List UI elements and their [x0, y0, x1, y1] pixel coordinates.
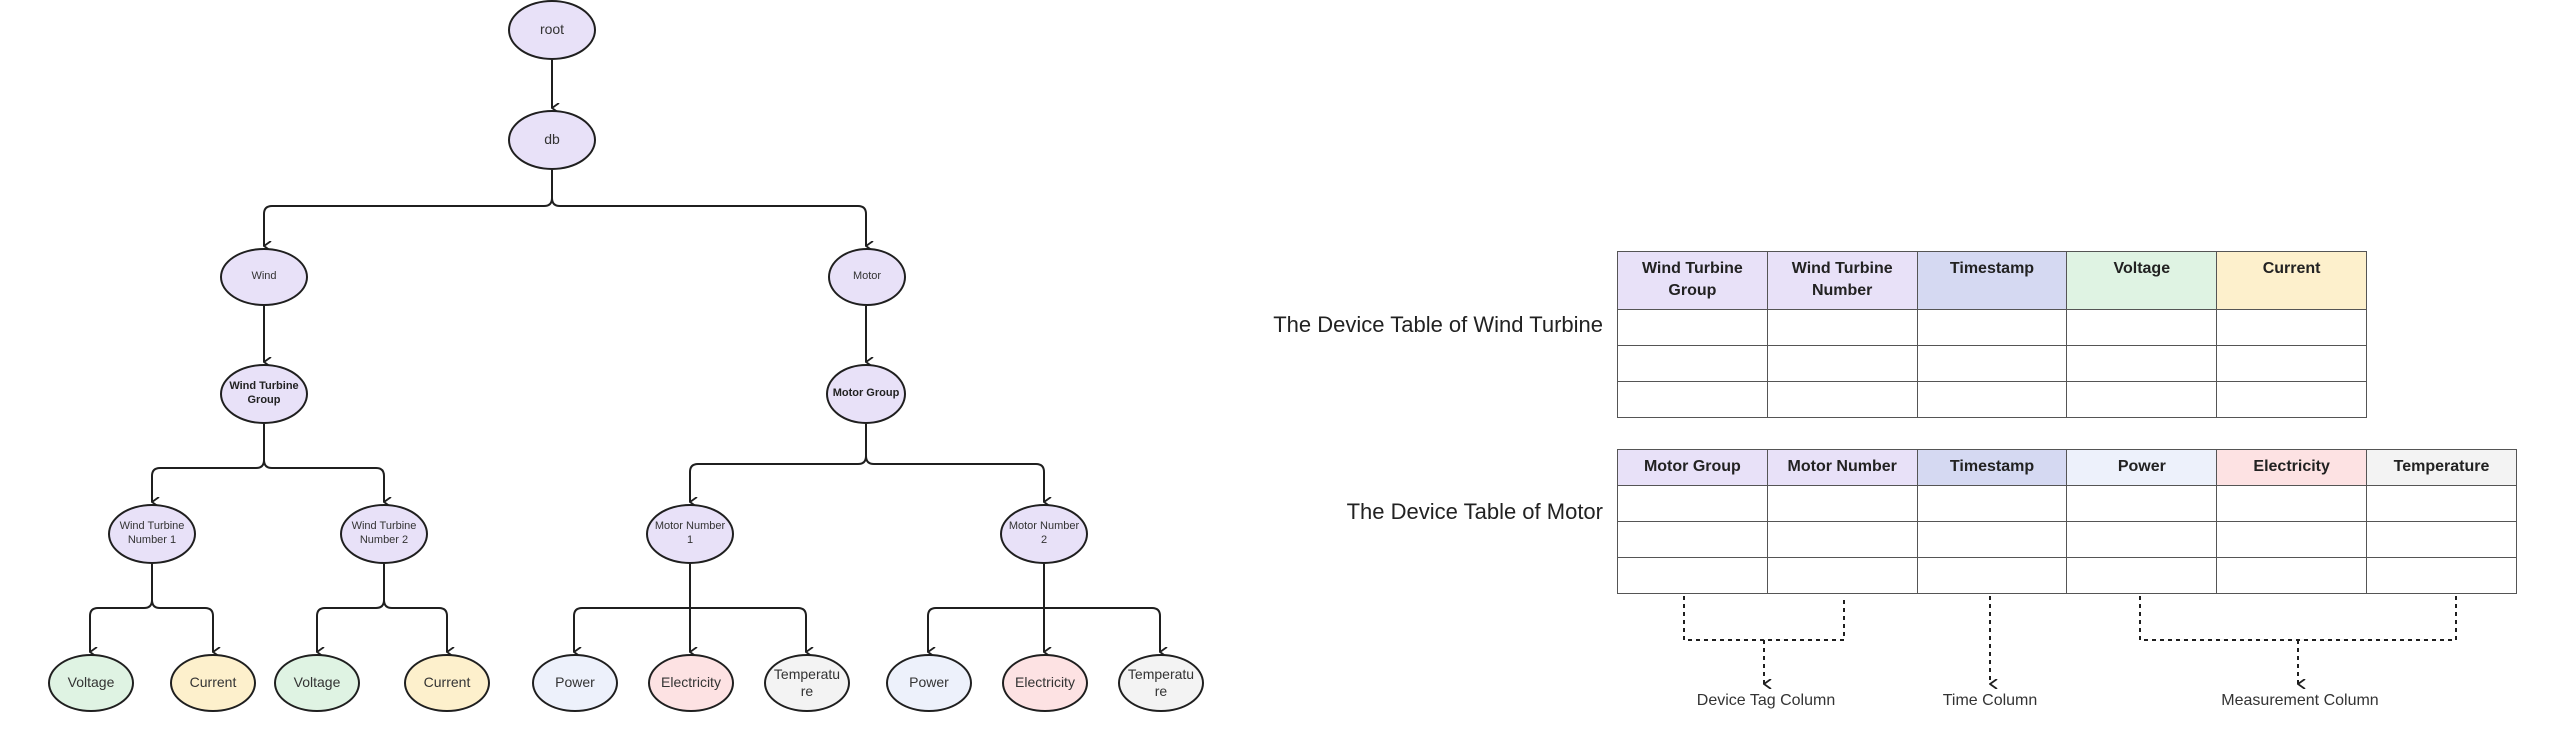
motor-header-number: Motor Number — [1766, 449, 1918, 486]
wind-turbine-number-2-node: Wind Turbine Number 2 — [340, 504, 428, 564]
motor-header-electricity: Electricity — [2216, 449, 2368, 486]
device-tag-column-label: Device Tag Column — [1696, 692, 1836, 709]
wind-table-label: The Device Table of Wind Turbine — [1273, 312, 1603, 337]
table-row — [1617, 485, 2517, 522]
motor-number-1-node: Motor Number 1 — [646, 504, 734, 564]
m1-temperature-node: Temperatu re — [764, 654, 850, 712]
wt1-current-node: Current — [170, 654, 256, 712]
m2-temperature-node: Temperatu re — [1118, 654, 1204, 712]
wt2-voltage-node: Voltage — [274, 654, 360, 712]
motor-number-2-node: Motor Number 2 — [1000, 504, 1088, 564]
motor-header-temperature: Temperature — [2366, 449, 2517, 486]
table-row — [1617, 309, 2367, 346]
measurement-column-label: Measurement Column — [2221, 692, 2379, 709]
table-row — [1617, 521, 2517, 558]
motor-node: Motor — [828, 248, 906, 306]
wind-turbine-group-node: Wind Turbine Group — [220, 364, 308, 424]
m2-electricity-node: Electricity — [1002, 654, 1088, 712]
table-row — [1617, 345, 2367, 382]
wt2-current-node: Current — [404, 654, 490, 712]
wind-device-table: Wind Turbine Group Wind Turbine Number T… — [1617, 251, 2367, 418]
m2-power-node: Power — [886, 654, 972, 712]
m1-power-node: Power — [532, 654, 618, 712]
motor-group-node: Motor Group — [826, 364, 906, 424]
motor-table-label: The Device Table of Motor — [1346, 499, 1603, 524]
root-node: root — [508, 0, 596, 60]
db-node: db — [508, 110, 596, 170]
motor-device-table: Motor Group Motor Number Timestamp Power… — [1617, 449, 2517, 594]
wind-header-group: Wind Turbine Group — [1617, 251, 1768, 310]
motor-header-timestamp: Timestamp — [1916, 449, 2068, 486]
motor-header-power: Power — [2066, 449, 2218, 486]
wind-header-timestamp: Timestamp — [1916, 251, 2068, 310]
table-row — [1617, 381, 2367, 418]
wind-header-current: Current — [2216, 251, 2367, 310]
wind-node: Wind — [220, 248, 308, 306]
wind-header-voltage: Voltage — [2066, 251, 2218, 310]
wind-header-number: Wind Turbine Number — [1766, 251, 1918, 310]
m1-electricity-node: Electricity — [648, 654, 734, 712]
motor-header-group: Motor Group — [1617, 449, 1768, 486]
table-row — [1617, 557, 2517, 594]
time-column-label: Time Column — [1942, 692, 2038, 709]
wind-turbine-number-1-node: Wind Turbine Number 1 — [108, 504, 196, 564]
wt1-voltage-node: Voltage — [48, 654, 134, 712]
